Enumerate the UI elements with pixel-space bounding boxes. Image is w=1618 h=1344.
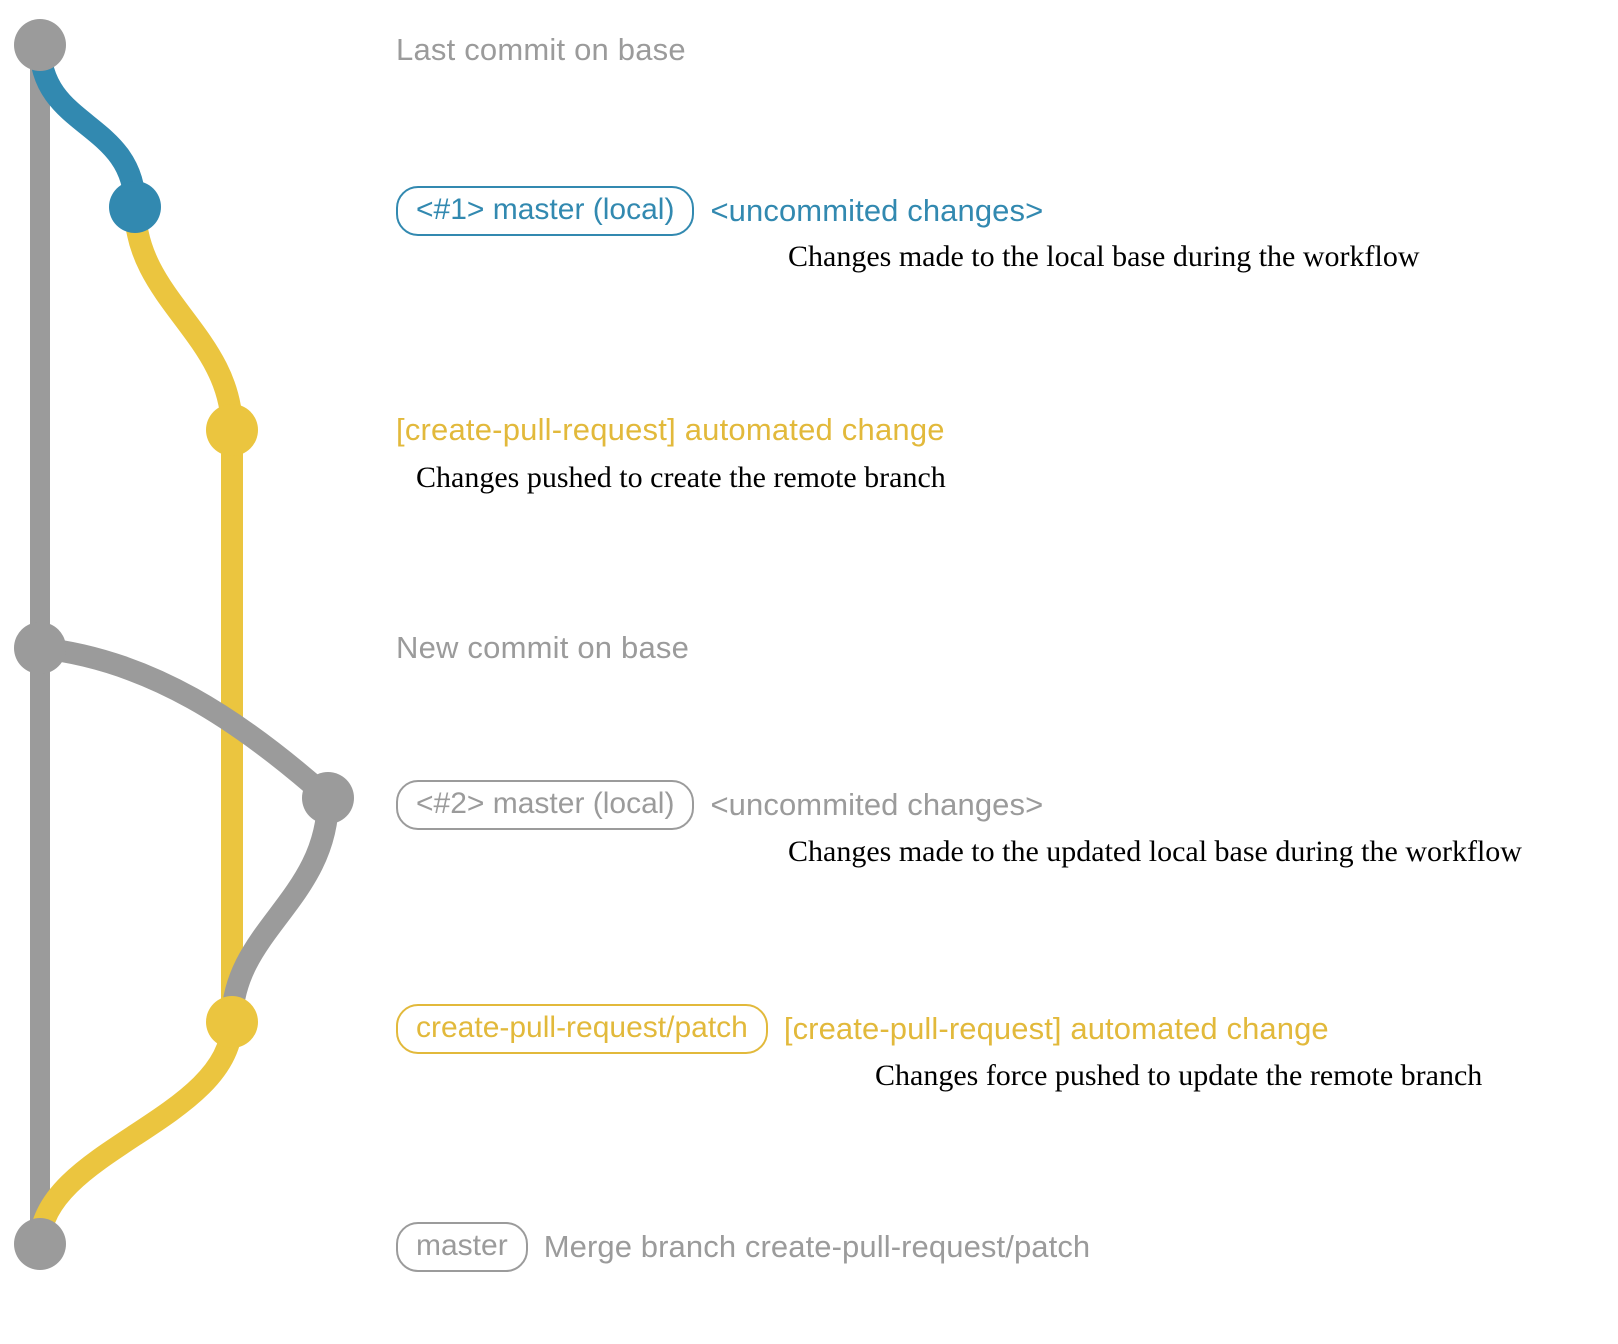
node-automated-change-1[interactable] [206,404,258,456]
row-patch-branch: create-pull-request/patch [create-pull-r… [396,1004,1329,1054]
node-master-local-2[interactable] [302,772,354,824]
row-new-commit: New commit on base [396,630,689,666]
commit-message-uncommited-changes-1: <uncommited changes> [710,193,1044,228]
description-patch-branch: Changes force pushed to update the remot… [875,1059,1483,1092]
row-automated-change-1: [create-pull-request] automated change [396,412,945,448]
edge-patch2-to-master [29,1011,243,1255]
row-master-merge: master Merge branch create-pull-request/… [396,1222,1090,1272]
node-new-commit-on-base[interactable] [14,622,66,674]
branch-chip-create-pull-request-patch[interactable]: create-pull-request/patch [396,1004,768,1054]
commit-message-new-commit: New commit on base [396,630,690,665]
branch-chip-master-local-1[interactable]: <#1> master (local) [396,186,695,236]
row-local-2: <#2> master (local) <uncommited changes> [396,780,1043,830]
node-master-merge[interactable] [14,1218,66,1270]
description-automated-change-1: Changes pushed to create the remote bran… [416,461,946,494]
node-master-local-1[interactable] [109,181,161,233]
node-last-commit-on-base[interactable] [14,19,66,71]
node-create-pull-request-patch[interactable] [206,996,258,1048]
edge-local2-to-patch2 [221,787,339,1033]
commit-message-last-commit: Last commit on base [396,32,686,67]
edge-local1-to-patch1 [124,196,243,441]
description-local-2: Changes made to the updated local base d… [788,835,1522,868]
commit-message-automated-change-2: [create-pull-request] automated change [783,1011,1329,1046]
description-local-1: Changes made to the local base during th… [788,240,1420,273]
commit-message-uncommited-changes-2: <uncommited changes> [710,787,1044,822]
commit-message-automated-change-1: [create-pull-request] automated change [396,412,945,447]
branch-chip-master[interactable]: master [396,1222,528,1272]
edge-base2-to-local2 [29,637,339,809]
row-local-1: <#1> master (local) <uncommited changes> [396,186,1043,236]
branch-chip-master-local-2[interactable]: <#2> master (local) [396,780,695,830]
edge-base-to-local1 [29,34,146,218]
row-last-commit: Last commit on base [396,32,686,68]
commit-message-master-merge: Merge branch create-pull-request/patch [543,1229,1091,1264]
